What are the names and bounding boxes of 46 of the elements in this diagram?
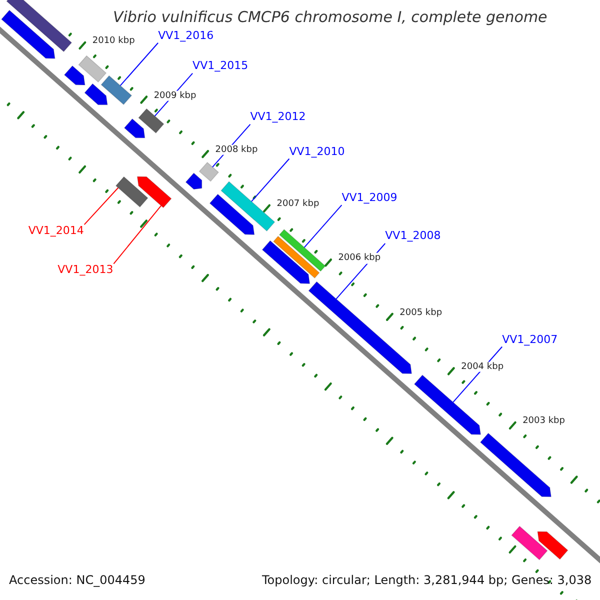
gene-arrow-shape	[136, 176, 172, 208]
gene-arrow-shape	[84, 83, 108, 106]
gene-bar	[138, 108, 164, 134]
genome-summary: Topology: circular; Length: 3,281,944 bp; Genes: 3,038	[262, 574, 592, 588]
scale-label: 2003 kbp	[522, 416, 566, 427]
scale-label: 2008 kbp	[214, 144, 259, 156]
gene-label: VV1_2010	[289, 146, 345, 158]
scale-label: 2007 kbp	[276, 199, 320, 210]
gene-label: VV1_2015	[192, 60, 248, 73]
gene-label: VV1_2016	[158, 30, 214, 43]
gene-arrow-shape	[414, 374, 482, 435]
gene-bar	[272, 236, 320, 279]
gene-arrow-shape	[185, 172, 202, 190]
gene-arrow-shape	[64, 65, 86, 86]
gene-label: VV1_2009	[342, 192, 398, 205]
gene-bar	[220, 181, 276, 232]
gene-bar	[198, 162, 220, 182]
gene-label: VV1_2014	[28, 224, 84, 238]
scale-label: 2005 kbp	[398, 308, 444, 318]
gene-bar	[100, 75, 132, 106]
gene-label: VV1_2008	[385, 230, 441, 244]
gene-arrow-shape	[480, 432, 552, 498]
gene-arrow-shape	[0, 10, 56, 59]
gene-arrow-shape	[262, 240, 310, 284]
scale-label: 2006 kbp	[337, 253, 382, 264]
scale-label: 2009 kbp	[152, 90, 198, 101]
gene-arrow-shape	[124, 118, 146, 138]
leader-line	[120, 42, 159, 86]
scale-label: 2004 kbp	[460, 362, 505, 372]
gene-label: VV1_2007	[502, 334, 558, 346]
gene-label: VV1_2012	[250, 111, 306, 124]
map-title: Vibrio vulnificus CMCP6 chromosome I, complete genome	[113, 9, 548, 26]
leader-line	[113, 205, 162, 264]
gene-bar	[278, 228, 326, 272]
gene-bar	[115, 176, 148, 208]
gene-bar	[6, 0, 72, 52]
gene-arrow-shape	[537, 531, 568, 560]
gene-arrow-shape	[209, 194, 255, 236]
gene-label: VV1_2013	[58, 264, 114, 276]
accession-label: Accession: NC_004459	[9, 574, 146, 588]
leader-line	[251, 158, 290, 202]
leader-line	[304, 204, 342, 248]
leader-line	[84, 187, 119, 226]
gene-bar	[511, 526, 548, 560]
gene-bar	[78, 55, 107, 83]
scale-label: 2010 kbp	[91, 36, 136, 46]
